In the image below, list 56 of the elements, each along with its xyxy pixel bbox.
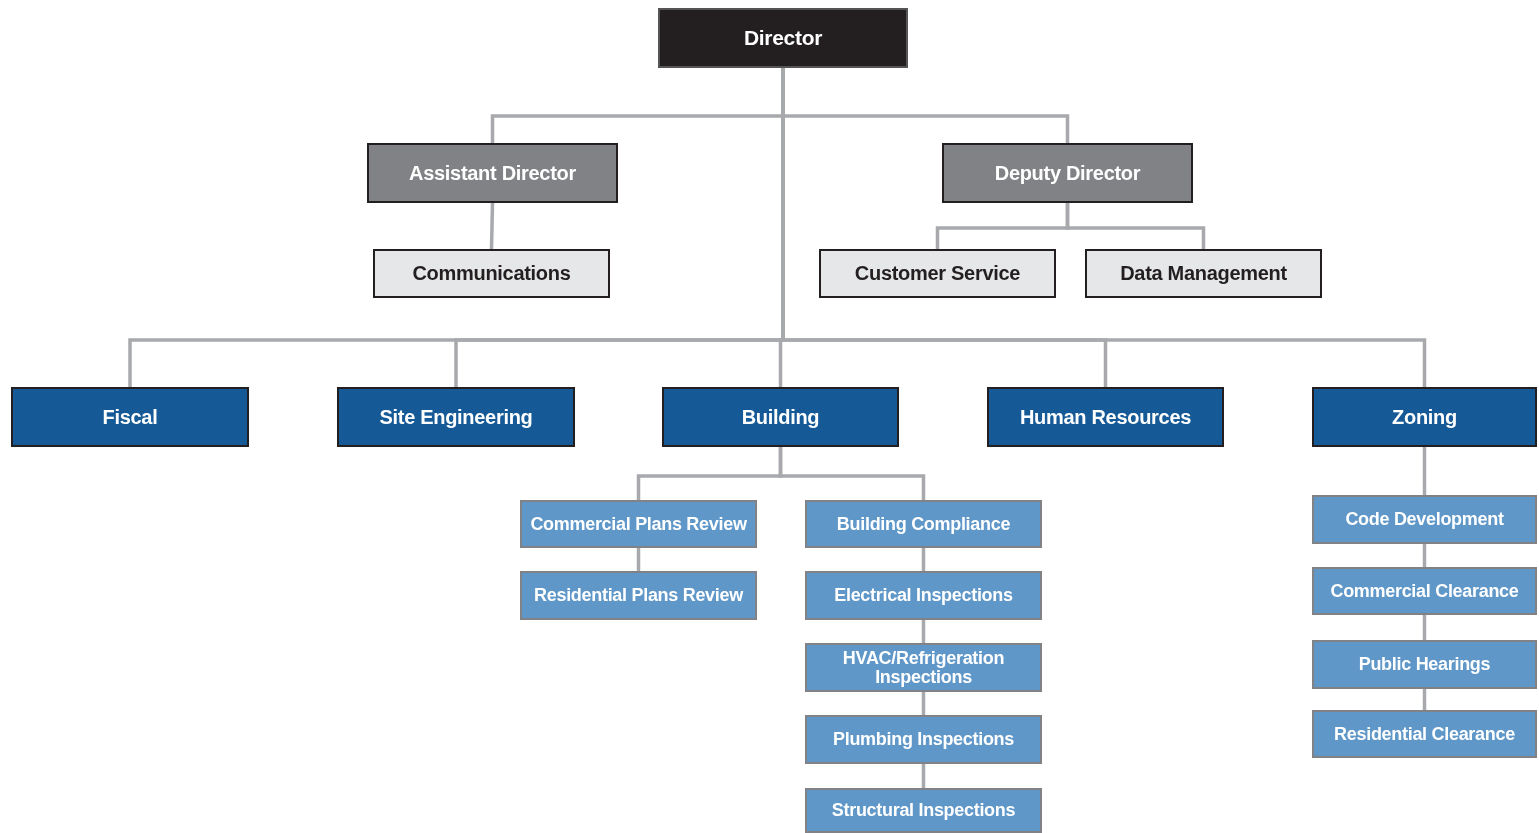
role-title: Commercial Plans Review bbox=[530, 514, 747, 534]
org-box bbox=[1312, 640, 1537, 689]
org-box bbox=[1312, 495, 1537, 544]
org-box bbox=[367, 143, 618, 203]
connector-line bbox=[1422, 544, 1427, 567]
role-title: Commercial Clearance bbox=[1330, 581, 1519, 601]
org-box bbox=[805, 500, 1042, 548]
org-box bbox=[1312, 387, 1537, 447]
role-title: Assistant Director bbox=[409, 162, 576, 184]
connector-line bbox=[1065, 203, 1206, 249]
connector-line bbox=[636, 548, 641, 571]
connector-line bbox=[921, 692, 926, 715]
role-title: Zoning bbox=[1392, 406, 1457, 428]
role-title: HVAC/Refrigeration Inspections bbox=[841, 648, 1006, 687]
role-title: Site Engineering bbox=[379, 406, 533, 428]
role-title: Building Compliance bbox=[836, 514, 1011, 534]
role-title: Code Development bbox=[1345, 510, 1504, 529]
role-title: Customer Service bbox=[854, 263, 1021, 284]
connector-line bbox=[921, 548, 926, 571]
connector-line bbox=[1422, 447, 1427, 495]
org-box bbox=[819, 249, 1056, 298]
org-box bbox=[805, 788, 1042, 833]
connector-line bbox=[1422, 689, 1427, 710]
role-title: Communications bbox=[412, 263, 571, 284]
role-title: Building bbox=[741, 406, 820, 428]
org-box bbox=[1085, 249, 1322, 298]
org-box bbox=[805, 643, 1042, 692]
connector-line bbox=[778, 447, 926, 500]
role-title: Deputy Director bbox=[994, 162, 1141, 184]
org-box bbox=[805, 715, 1042, 764]
role-title: Public Hearings bbox=[1358, 655, 1491, 674]
role-title: Residential Plans Review bbox=[534, 586, 743, 605]
connector-line bbox=[921, 620, 926, 643]
org-box bbox=[658, 8, 908, 68]
org-box bbox=[805, 571, 1042, 620]
org-box bbox=[337, 387, 575, 447]
role-title: Director bbox=[743, 26, 823, 49]
connector-line bbox=[489, 202, 495, 250]
connector-line bbox=[921, 764, 926, 788]
role-title: Structural Inspections bbox=[831, 801, 1016, 820]
role-title: Data Management bbox=[1120, 263, 1287, 284]
role-title: Fiscal bbox=[102, 406, 158, 428]
org-box bbox=[1312, 710, 1537, 758]
org-box bbox=[942, 143, 1193, 203]
role-title: Plumbing Inspections bbox=[833, 730, 1014, 749]
org-box bbox=[662, 387, 899, 447]
org-box bbox=[1312, 567, 1537, 615]
role-title: Electrical Inspections bbox=[834, 586, 1013, 605]
role-title: Residential Clearance bbox=[1334, 724, 1515, 744]
connector-line bbox=[1422, 615, 1427, 640]
org-box bbox=[987, 387, 1224, 447]
org-box bbox=[520, 500, 757, 548]
org-box bbox=[11, 387, 249, 447]
org-box bbox=[520, 571, 757, 620]
role-title: Human Resources bbox=[1019, 406, 1192, 428]
org-box bbox=[373, 249, 610, 298]
